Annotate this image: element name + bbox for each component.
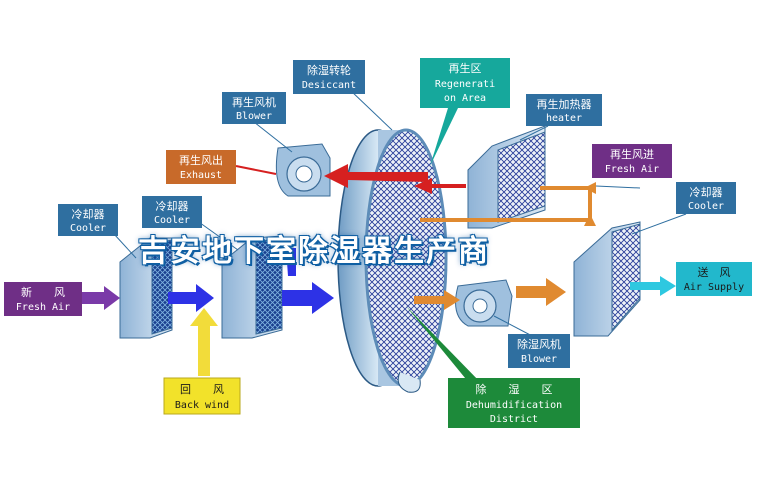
svg-text:再生风进: 再生风进: [610, 147, 654, 161]
svg-text:送 风: 送 风: [698, 265, 731, 279]
regeneration-blower: [275, 143, 331, 197]
label-fresh-air-left: 新 风 Fresh Air: [4, 282, 82, 316]
svg-text:冷却器: 冷却器: [156, 200, 189, 213]
air-flow-arrows: [82, 164, 676, 376]
dehum-orange-arrow-1: [414, 290, 460, 310]
svg-text:Dehumidification: Dehumidification: [466, 400, 562, 411]
air-supply-arrow: [630, 276, 676, 296]
label-cooler-1: 冷却器 Cooler: [58, 204, 118, 236]
svg-text:Blower: Blower: [521, 354, 557, 365]
svg-text:再生风机: 再生风机: [232, 95, 276, 109]
svg-text:冷却器: 冷却器: [690, 186, 723, 199]
label-heater: 再生加热器 heater: [526, 94, 602, 126]
svg-text:回 风: 回 风: [180, 383, 224, 396]
heater-unit: [467, 125, 546, 229]
svg-text:再生加热器: 再生加热器: [537, 97, 592, 111]
regen-area-pointer: [430, 108, 458, 166]
label-fresh-air-right: 再生风进 Fresh Air: [592, 144, 672, 178]
svg-text:Cooler: Cooler: [154, 215, 190, 226]
svg-text:再生风出: 再生风出: [179, 153, 223, 167]
label-blower-bottom: 除湿风机 Blower: [508, 334, 570, 368]
svg-text:Fresh Air: Fresh Air: [16, 302, 70, 313]
dehumidification-blower: [455, 279, 513, 327]
label-desiccant: 除湿转轮 Desiccant: [293, 60, 365, 94]
blue-flow-arrow-1: [168, 284, 214, 312]
label-cooler-2: 冷却器 Cooler: [142, 196, 202, 228]
svg-text:Back wind: Back wind: [175, 400, 229, 411]
svg-text:新 风: 新 风: [21, 285, 65, 299]
label-exhaust: 再生风出 Exhaust: [166, 150, 236, 184]
blue-flow-arrow-2: [282, 282, 334, 314]
label-back-wind: 回 风 Back wind: [163, 377, 241, 415]
svg-text:Desiccant: Desiccant: [302, 80, 356, 91]
svg-text:Cooler: Cooler: [70, 223, 106, 234]
svg-text:on Area: on Area: [444, 93, 486, 104]
fresh-air-arrow: [82, 286, 120, 310]
svg-text:Air Supply: Air Supply: [684, 282, 744, 293]
regen-flow-arrow: [324, 164, 428, 188]
cooler-unit-3: [573, 221, 641, 337]
label-regeneration-area: 再生区 Regenerati on Area: [420, 58, 510, 108]
cooler-unit-2: [221, 235, 283, 339]
svg-text:Cooler: Cooler: [688, 201, 724, 212]
svg-text:heater: heater: [546, 113, 582, 124]
svg-text:Regenerati: Regenerati: [435, 79, 495, 90]
label-air-supply: 送 风 Air Supply: [676, 262, 752, 296]
svg-text:冷却器: 冷却器: [72, 208, 105, 221]
svg-text:再生区: 再生区: [449, 61, 482, 75]
svg-text:Fresh Air: Fresh Air: [605, 164, 659, 175]
svg-text:除湿风机: 除湿风机: [517, 337, 561, 351]
cooler-unit-1: [119, 237, 173, 339]
label-dehumidification-district: 除 湿 区 Dehumidification District: [448, 378, 580, 428]
watermark-title: 吉安地下室除湿器生产商: [138, 234, 490, 269]
svg-text:District: District: [490, 414, 538, 425]
dehum-orange-arrow-2: [516, 278, 566, 306]
label-blower-top: 再生风机 Blower: [222, 92, 286, 124]
back-wind-arrow: [190, 308, 218, 376]
dehum-district-pointer: [406, 306, 482, 384]
svg-text:除湿转轮: 除湿转轮: [307, 63, 351, 77]
svg-text:除 湿 区: 除 湿 区: [476, 382, 553, 396]
label-cooler-3: 冷却器 Cooler: [676, 182, 736, 214]
svg-text:Blower: Blower: [236, 111, 272, 122]
svg-text:Exhaust: Exhaust: [180, 170, 222, 181]
